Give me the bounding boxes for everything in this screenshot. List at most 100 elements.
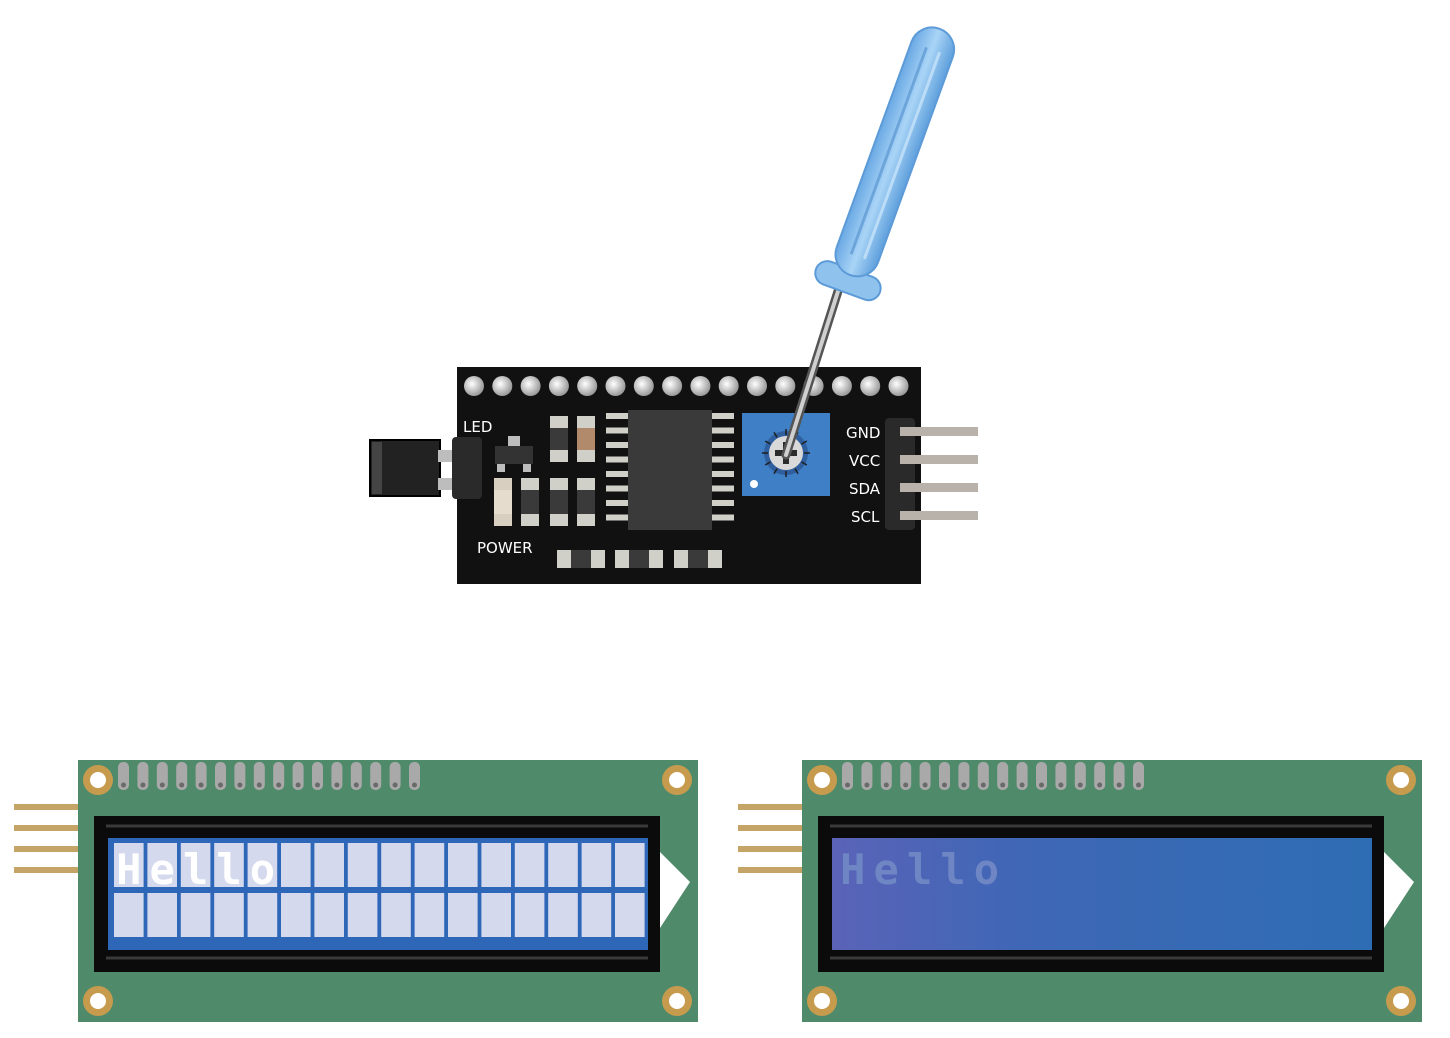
lcd-header-pad [900, 762, 912, 790]
lcd-screen [832, 838, 1372, 950]
bottom-resistors [557, 550, 722, 568]
lcd-header-pad [176, 762, 188, 790]
lcd-char-cell [414, 893, 445, 937]
lcd-char-cell [414, 843, 445, 887]
lcd-header-pad [880, 762, 892, 790]
lcd-char-cell [548, 893, 578, 937]
lcd-char-cell [281, 893, 311, 937]
lcd-char-cell [548, 843, 578, 887]
pin-label-sda: SDA [849, 480, 881, 498]
header-pin-hole [548, 376, 569, 396]
lcd-char-cell [448, 843, 478, 887]
lcd-header-pad [997, 762, 1009, 790]
pin-label-vcc: VCC [849, 452, 880, 470]
lcd-char-cell [481, 893, 511, 937]
lcd-char-cell [314, 843, 344, 887]
lcd-header-pad [958, 762, 970, 790]
lcd-header-pad [1074, 762, 1086, 790]
lcd-char-cell [581, 893, 612, 937]
lcd-header-pad [234, 762, 246, 790]
header-pin-hole [747, 376, 767, 396]
lcd-header-pad [253, 762, 265, 790]
lcd-character: l [940, 845, 965, 894]
lcd-character: e [874, 845, 899, 894]
lcd-char-cell [147, 843, 177, 887]
lcd-header-pad [1113, 762, 1125, 790]
header-pin-hole [605, 376, 626, 396]
lcd-char-cell [514, 843, 545, 887]
lcd-header-pad [156, 762, 168, 790]
lcd-char-cell [314, 893, 344, 937]
lcd-header-pad [1094, 762, 1106, 790]
lcd-header-pad [1016, 762, 1028, 790]
lcd-header-pad [939, 762, 950, 790]
lcd-header-pad [215, 762, 226, 790]
lcd-header-pad [312, 762, 323, 790]
i2c-pin-header [885, 418, 978, 530]
lcd-char-cell [114, 893, 144, 937]
header-pin-hole [662, 376, 683, 396]
lcd-char-cell [214, 893, 244, 937]
pin-label-gnd: GND [846, 424, 880, 442]
lcd-header-pad [919, 762, 931, 790]
lcd-header-pad [1036, 762, 1047, 790]
lcd-header-pad [977, 762, 989, 790]
lcd-header-pad [409, 762, 420, 790]
lcd-header-pad [1055, 762, 1067, 790]
lcd-char-cell [180, 893, 211, 937]
lcd-header-pad [118, 762, 129, 790]
lcd-char-cell [281, 843, 311, 887]
lcd-char-cell [214, 843, 244, 887]
lcd-char-cell [247, 893, 278, 937]
header-pin-hole [577, 376, 598, 396]
lcd-char-cell [381, 843, 411, 887]
lcd-char-cell [514, 893, 545, 937]
lcd-character: H [840, 845, 865, 894]
lcd-character: H [116, 845, 141, 894]
i2c-adapter-module: LED POWER [369, 367, 978, 584]
lcd-header-pad [331, 762, 343, 790]
lcd-character: l [216, 845, 241, 894]
screwdriver [781, 26, 956, 460]
header-pin-hole [464, 376, 484, 396]
lcd-char-cell [381, 893, 411, 937]
lcd-character: l [907, 845, 932, 894]
header-pin-hole [888, 376, 909, 396]
pcf8574-chip [606, 410, 734, 530]
transistor [495, 436, 533, 472]
lcd-char-cell [347, 843, 378, 887]
lcd-char-cell [247, 843, 278, 887]
pin-label-scl: SCL [851, 508, 880, 526]
lcd-header-pad [861, 762, 873, 790]
header-pin-hole [775, 376, 796, 396]
header-pin-row [464, 376, 909, 396]
lcd-header-pad [350, 762, 362, 790]
lcd-header-pad [292, 762, 304, 790]
lcd-char-cell [114, 843, 144, 887]
lcd-char-cell [615, 893, 645, 937]
header-pin-hole [860, 376, 881, 396]
screwdriver-handle [814, 26, 956, 302]
smd-components [494, 416, 595, 526]
lcd-header-pad [370, 762, 382, 790]
lcd-character: o [974, 845, 999, 894]
header-pin-hole [718, 376, 739, 396]
lcd-char-cell [615, 843, 645, 887]
lcd-char-cell [347, 893, 378, 937]
header-pin-hole [633, 376, 654, 396]
led-label: LED [463, 418, 492, 436]
lcd-char-cell [448, 893, 478, 937]
lcd-char-cell [481, 843, 511, 887]
lcd-char-cell [180, 843, 211, 887]
lcd-character: l [183, 845, 208, 894]
lcd-header-pad [842, 762, 853, 790]
lcd-header-pad [389, 762, 401, 790]
lcd-header-pad [1133, 762, 1144, 790]
lcd-character: e [150, 845, 175, 894]
header-pin-hole [492, 376, 513, 396]
screwdriver-shaft [781, 280, 845, 460]
power-label: POWER [477, 539, 533, 557]
